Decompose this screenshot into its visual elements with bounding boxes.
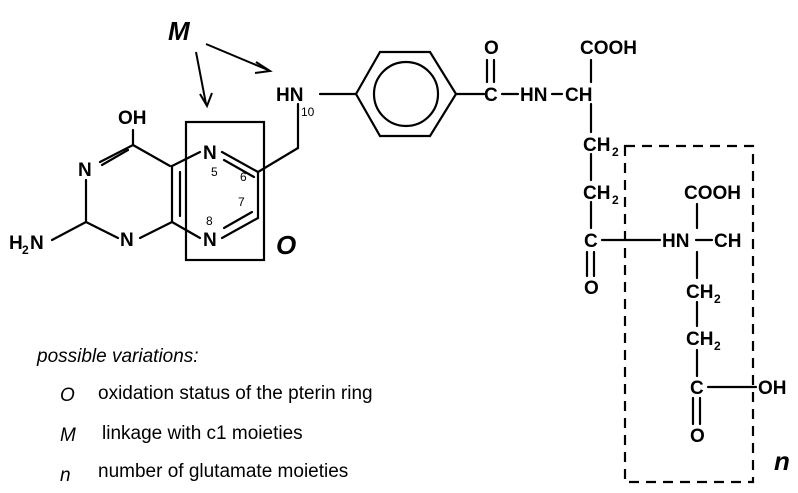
atom-n8: N <box>203 230 217 251</box>
benzene-ring <box>318 50 486 138</box>
bond-n5-c6-double <box>222 158 256 179</box>
legend-key-o: O <box>60 385 75 406</box>
legend-text-o: oxidation status of the pterin ring <box>98 383 373 404</box>
arrow-to-n5-head <box>199 92 213 109</box>
atom-h2n-sub: 2 <box>22 243 29 257</box>
atom-o-amide: O <box>484 38 499 59</box>
atom-ch2-b-sub: 2 <box>612 193 619 207</box>
locant-7: 7 <box>238 195 245 209</box>
bond-n1-c8a <box>138 220 174 240</box>
atom-oh-end: OH <box>758 378 787 399</box>
bond-c4-n3 <box>98 143 135 164</box>
locant-6: 6 <box>240 170 247 184</box>
bond-c4-n3-double <box>100 148 130 167</box>
legend-key-n: n <box>60 465 71 486</box>
atom-ch-glu2: CH <box>714 231 741 252</box>
atom-c-end: C <box>690 378 704 399</box>
label-m: M <box>168 16 191 46</box>
bond-c7-n8-double <box>222 210 254 230</box>
atom-cooh-glu2: COOH <box>684 183 741 204</box>
legend-key-m: M <box>60 425 76 446</box>
atom-ch2-a: CH <box>583 135 610 156</box>
glutamate-2-bonds <box>691 202 758 426</box>
glutamate-repeat-box <box>623 144 755 484</box>
atom-n5: N <box>203 143 217 164</box>
atom-n1: N <box>120 230 134 251</box>
atom-hn10: HN <box>276 85 303 106</box>
atom-hn-glu2: HN <box>662 231 689 252</box>
benzene-hexagon <box>354 50 458 138</box>
label-n: n <box>774 446 790 476</box>
atom-c-amide: C <box>484 85 498 106</box>
atom-o-end: O <box>690 426 705 447</box>
bond-c7-n8 <box>220 216 260 240</box>
benzene-aromatic-circle <box>372 60 440 128</box>
glutamate-1-bonds <box>485 58 662 278</box>
atom-labels: OH N N H 2 N N N HN O C HN CH COOH CH 2 … <box>9 38 787 447</box>
atom-cooh-top: COOH <box>580 38 637 59</box>
atom-ch2-c: CH <box>686 282 713 303</box>
atom-oh-top: OH <box>118 108 147 129</box>
atom-ch2-a-sub: 2 <box>612 145 619 159</box>
bond-c4-c4a <box>131 143 172 168</box>
pterin-bonds <box>50 102 300 242</box>
atom-n3: N <box>78 160 92 181</box>
atom-hn-amide: HN <box>520 85 547 106</box>
arrow-to-n5-shaft <box>195 51 207 105</box>
locant-10: 10 <box>301 105 315 119</box>
atom-h2n-h: H <box>9 233 23 254</box>
oxidation-box <box>184 120 266 262</box>
label-o: O <box>276 230 296 260</box>
locants: 5 6 7 8 10 <box>206 105 315 228</box>
atom-ch2-d: CH <box>686 329 713 350</box>
arrow-to-n10-head <box>254 61 273 74</box>
legend: possible variations: O oxidation status … <box>36 346 373 486</box>
atom-o-glu: O <box>584 278 599 299</box>
legend-text-m: linkage with c1 moieties <box>102 423 303 444</box>
atom-ch-alpha: CH <box>565 85 592 106</box>
legend-title: possible variations: <box>36 346 199 367</box>
atom-h2n-n: N <box>30 233 44 254</box>
m-arrows <box>195 43 273 109</box>
bond-n5-c6 <box>220 150 260 174</box>
atom-ch2-c-sub: 2 <box>714 292 721 306</box>
atom-c-glu: C <box>584 231 598 252</box>
arrow-to-n10-shaft <box>205 43 269 71</box>
bond-c2-nh2 <box>50 220 88 242</box>
atom-ch2-b: CH <box>583 183 610 204</box>
locant-8: 8 <box>206 214 213 228</box>
legend-text-n: number of glutamate moieties <box>98 461 348 482</box>
atom-ch2-d-sub: 2 <box>714 339 721 353</box>
bond-c2-n1 <box>84 220 120 240</box>
locant-5: 5 <box>211 165 218 179</box>
